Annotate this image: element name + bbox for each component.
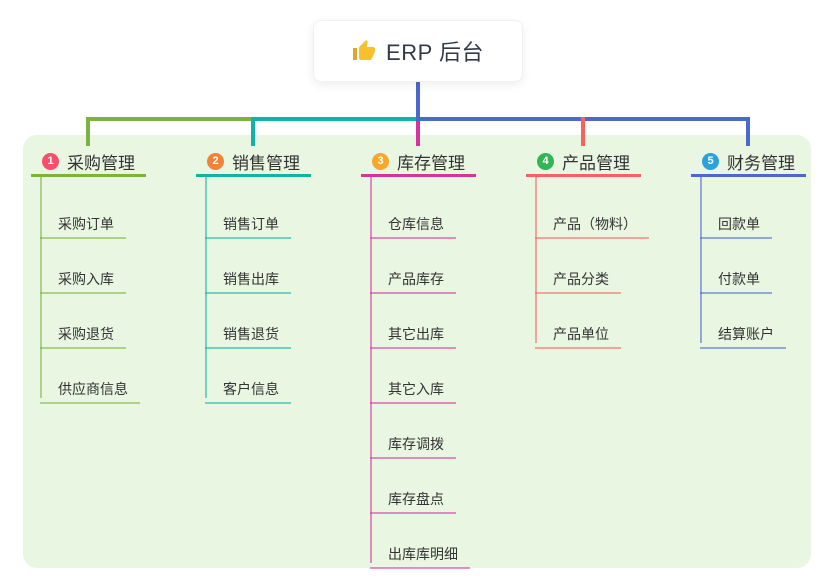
child-node-label: 库存调拨 (388, 436, 444, 452)
child-node-label: 结算账户 (718, 326, 774, 342)
branch-badge: 3 (372, 152, 389, 170)
branch-underline (196, 174, 311, 177)
branches-background-panel (23, 135, 811, 568)
child-node[interactable]: 仓库信息 (370, 196, 456, 239)
child-node[interactable]: 产品库存 (370, 251, 456, 294)
branch-child-line (535, 177, 537, 343)
branch-title: 库存管理 (397, 153, 465, 173)
branch-child-line (700, 177, 702, 343)
branch-topic-1[interactable]: 1 采购管理 (42, 149, 135, 173)
thumbs-up-icon (353, 40, 376, 60)
branch-underline (31, 174, 146, 177)
child-node[interactable]: 供应商信息 (40, 361, 140, 404)
child-node-label: 销售订单 (223, 216, 279, 232)
child-node[interactable]: 销售订单 (205, 196, 291, 239)
child-node[interactable]: 结算账户 (700, 306, 786, 349)
branch-underline (361, 174, 476, 177)
child-node[interactable]: 采购入库 (40, 251, 126, 294)
branch-topic-3[interactable]: 3 库存管理 (372, 149, 465, 173)
branch-topic-4[interactable]: 4 产品管理 (537, 149, 630, 173)
child-node[interactable]: 客户信息 (205, 361, 291, 404)
child-node[interactable]: 付款单 (700, 251, 772, 294)
child-node-label: 产品（物料） (553, 216, 637, 232)
child-node-label: 客户信息 (223, 381, 279, 397)
child-node[interactable]: 库存调拨 (370, 416, 456, 459)
branch-topic-5[interactable]: 5 财务管理 (702, 149, 795, 173)
child-node[interactable]: 采购退货 (40, 306, 126, 349)
child-node-label: 销售退货 (223, 326, 279, 342)
branch-title: 采购管理 (67, 153, 135, 173)
branch-topic-2[interactable]: 2 销售管理 (207, 149, 300, 173)
branch-badge: 5 (702, 152, 719, 170)
child-node-label: 回款单 (718, 216, 760, 232)
child-node-label: 产品单位 (553, 326, 609, 342)
branch-underline (526, 174, 641, 177)
branch-badge: 1 (42, 152, 59, 170)
child-node[interactable]: 其它入库 (370, 361, 456, 404)
child-node[interactable]: 库存盘点 (370, 471, 456, 514)
child-node-label: 仓库信息 (388, 216, 444, 232)
branch-title: 产品管理 (562, 153, 630, 173)
child-node-label: 供应商信息 (58, 381, 128, 397)
child-node-label: 出库库明细 (388, 546, 458, 562)
branch-badge: 4 (537, 152, 554, 170)
child-node-label: 采购入库 (58, 271, 114, 287)
branch-title: 财务管理 (727, 153, 795, 173)
branch-child-line (370, 177, 372, 563)
branch-badge: 2 (207, 152, 224, 170)
child-node-label: 其它出库 (388, 326, 444, 342)
child-node-label: 产品分类 (553, 271, 609, 287)
root-node[interactable]: ERP 后台 (313, 20, 523, 82)
root-node-label: ERP 后台 (386, 40, 484, 65)
branch-title: 销售管理 (232, 153, 300, 173)
child-node[interactable]: 产品（物料） (535, 196, 649, 239)
branch-underline (691, 174, 806, 177)
child-node-label: 采购订单 (58, 216, 114, 232)
child-node[interactable]: 销售退货 (205, 306, 291, 349)
child-node-label: 销售出库 (223, 271, 279, 287)
child-node[interactable]: 产品分类 (535, 251, 621, 294)
child-node[interactable]: 回款单 (700, 196, 772, 239)
child-node-label: 产品库存 (388, 271, 444, 287)
child-node[interactable]: 出库库明细 (370, 526, 470, 569)
child-node-label: 付款单 (718, 271, 760, 287)
child-node[interactable]: 产品单位 (535, 306, 621, 349)
child-node[interactable]: 销售出库 (205, 251, 291, 294)
branch-child-line (40, 177, 42, 398)
child-node[interactable]: 采购订单 (40, 196, 126, 239)
branch-child-line (205, 177, 207, 398)
child-node-label: 采购退货 (58, 326, 114, 342)
child-node[interactable]: 其它出库 (370, 306, 456, 349)
child-node-label: 其它入库 (388, 381, 444, 397)
child-node-label: 库存盘点 (388, 491, 444, 507)
